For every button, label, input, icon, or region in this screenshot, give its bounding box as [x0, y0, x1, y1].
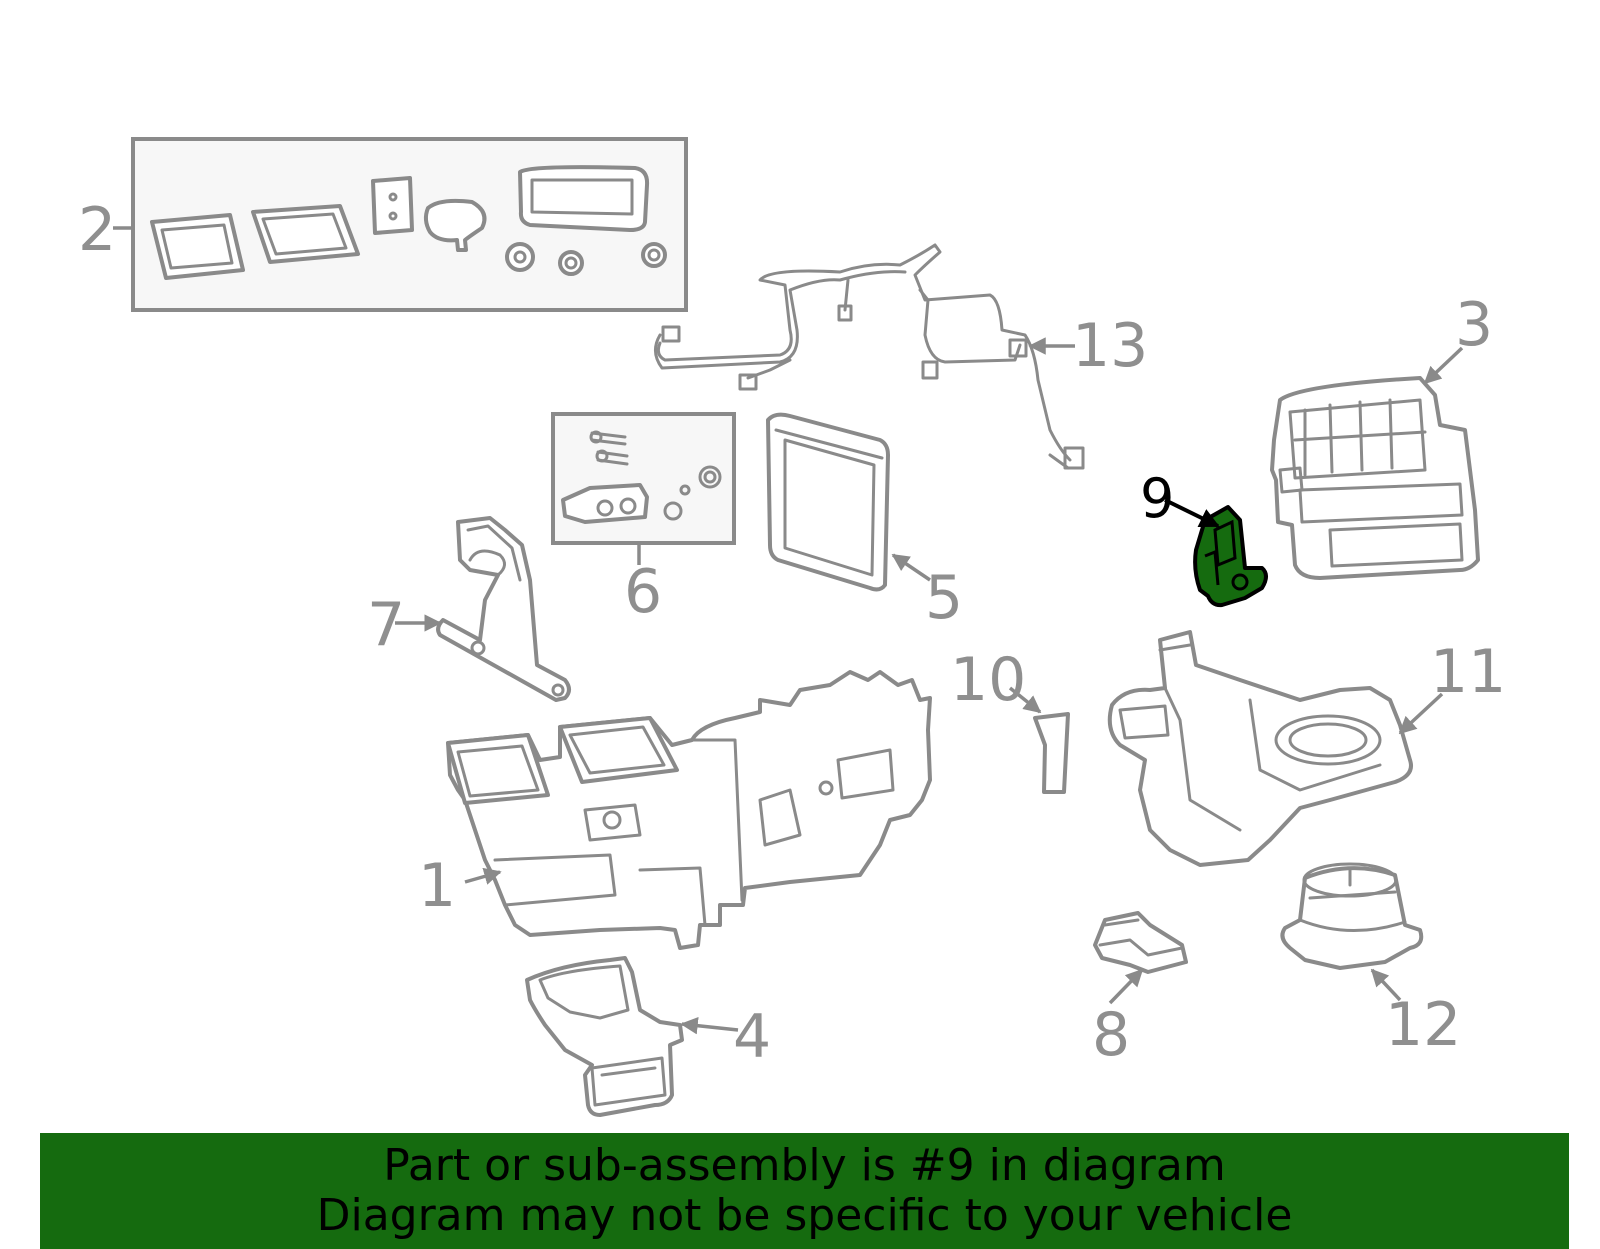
part-6-hardware-kit[interactable]	[551, 412, 736, 545]
callout-4[interactable]: 4	[733, 1002, 771, 1072]
callout-7[interactable]: 7	[367, 590, 405, 660]
leader-11	[1398, 692, 1444, 735]
callout-5[interactable]: 5	[925, 563, 963, 633]
part-4-floor-duct[interactable]	[525, 956, 684, 1117]
callout-10[interactable]: 10	[950, 645, 1026, 715]
part-10-seal[interactable]	[1033, 712, 1070, 794]
part-3-housing[interactable]	[1270, 376, 1480, 580]
callout-6[interactable]: 6	[624, 557, 662, 627]
leader-3	[1423, 346, 1464, 385]
leader-9	[1164, 498, 1220, 528]
callout-1[interactable]: 1	[418, 851, 456, 921]
part-12-blower-motor[interactable]	[1280, 862, 1424, 970]
callout-3[interactable]: 3	[1455, 290, 1493, 360]
callout-11[interactable]: 11	[1430, 637, 1506, 707]
part-9-actuator[interactable]	[1193, 505, 1268, 608]
banner-line-2: Diagram may not be specific to your vehi…	[316, 1190, 1293, 1241]
part-5-evaporator-core[interactable]	[766, 412, 890, 592]
part-7-heater-core-tube[interactable]	[436, 516, 571, 702]
info-banner: Part or sub-assembly is #9 in diagram Di…	[40, 1133, 1569, 1249]
callout-2[interactable]: 2	[78, 195, 116, 265]
leader-1	[464, 867, 502, 885]
callout-13[interactable]: 13	[1072, 311, 1148, 381]
part-2-seal-kit[interactable]	[131, 137, 688, 312]
banner-line-1: Part or sub-assembly is #9 in diagram	[383, 1140, 1226, 1191]
callout-8[interactable]: 8	[1092, 1000, 1130, 1070]
part-11-blower-housing[interactable]	[1107, 630, 1413, 867]
leader-5	[891, 553, 931, 582]
leader-8	[1108, 968, 1144, 1005]
part-8-blower-resistor[interactable]	[1093, 911, 1188, 974]
leader-12	[1370, 968, 1402, 1002]
part-1-hvac-case[interactable]	[446, 670, 932, 950]
leader-10	[1008, 686, 1042, 714]
leader-4	[680, 1016, 739, 1035]
callout-12[interactable]: 12	[1385, 990, 1461, 1060]
callout-9[interactable]: 9	[1140, 467, 1174, 530]
